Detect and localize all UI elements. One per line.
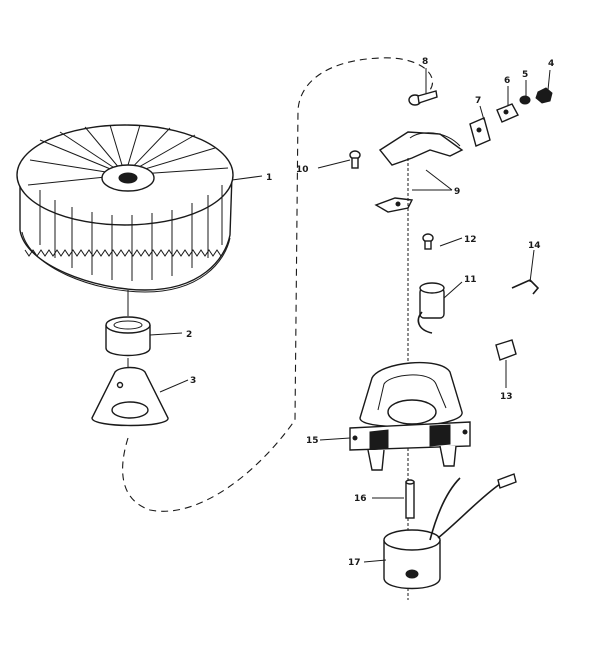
leader-lines	[149, 68, 551, 563]
callout-14: 14	[528, 241, 541, 251]
flywheel	[16, 124, 234, 293]
cover-plate	[495, 339, 517, 361]
callout-16: 16	[354, 494, 367, 504]
callout-13: 13	[500, 392, 513, 402]
callout-7: 7	[475, 96, 481, 106]
bolt	[408, 90, 438, 106]
nut	[535, 87, 553, 104]
bushing	[105, 316, 151, 357]
lock-washer	[519, 95, 531, 105]
callout-12: 12	[464, 235, 477, 245]
callout-8: 8	[422, 57, 428, 67]
callout-15: 15	[306, 436, 319, 446]
callout-17: 17	[348, 558, 361, 568]
callout-2: 2	[186, 330, 192, 340]
pin-shaft	[405, 479, 415, 519]
ignition-coil	[383, 473, 517, 590]
condenser	[417, 282, 445, 334]
callout-5: 5	[522, 70, 528, 80]
callout-6: 6	[504, 76, 510, 86]
breaker-point-bracket	[378, 131, 464, 166]
spring-clip	[511, 279, 540, 295]
callout-9: 9	[454, 187, 460, 197]
screw-small	[422, 233, 434, 250]
callout-11: 11	[464, 275, 477, 285]
terminal-clip	[496, 103, 519, 123]
mounting-plate	[91, 366, 169, 427]
stator-housing	[349, 361, 471, 471]
callout-10: 10	[296, 165, 309, 175]
assembly-path-dashed	[122, 57, 434, 512]
bracket-plate	[469, 117, 491, 147]
callout-3: 3	[190, 376, 196, 386]
screw	[349, 150, 361, 169]
callout-4: 4	[548, 59, 554, 69]
callout-labels: 1 2 3 4 5 6 7 8 9 10 11 12 13 14 15 16 1…	[186, 57, 554, 568]
callout-1: 1	[266, 173, 272, 183]
breaker-point-arm	[374, 197, 414, 213]
